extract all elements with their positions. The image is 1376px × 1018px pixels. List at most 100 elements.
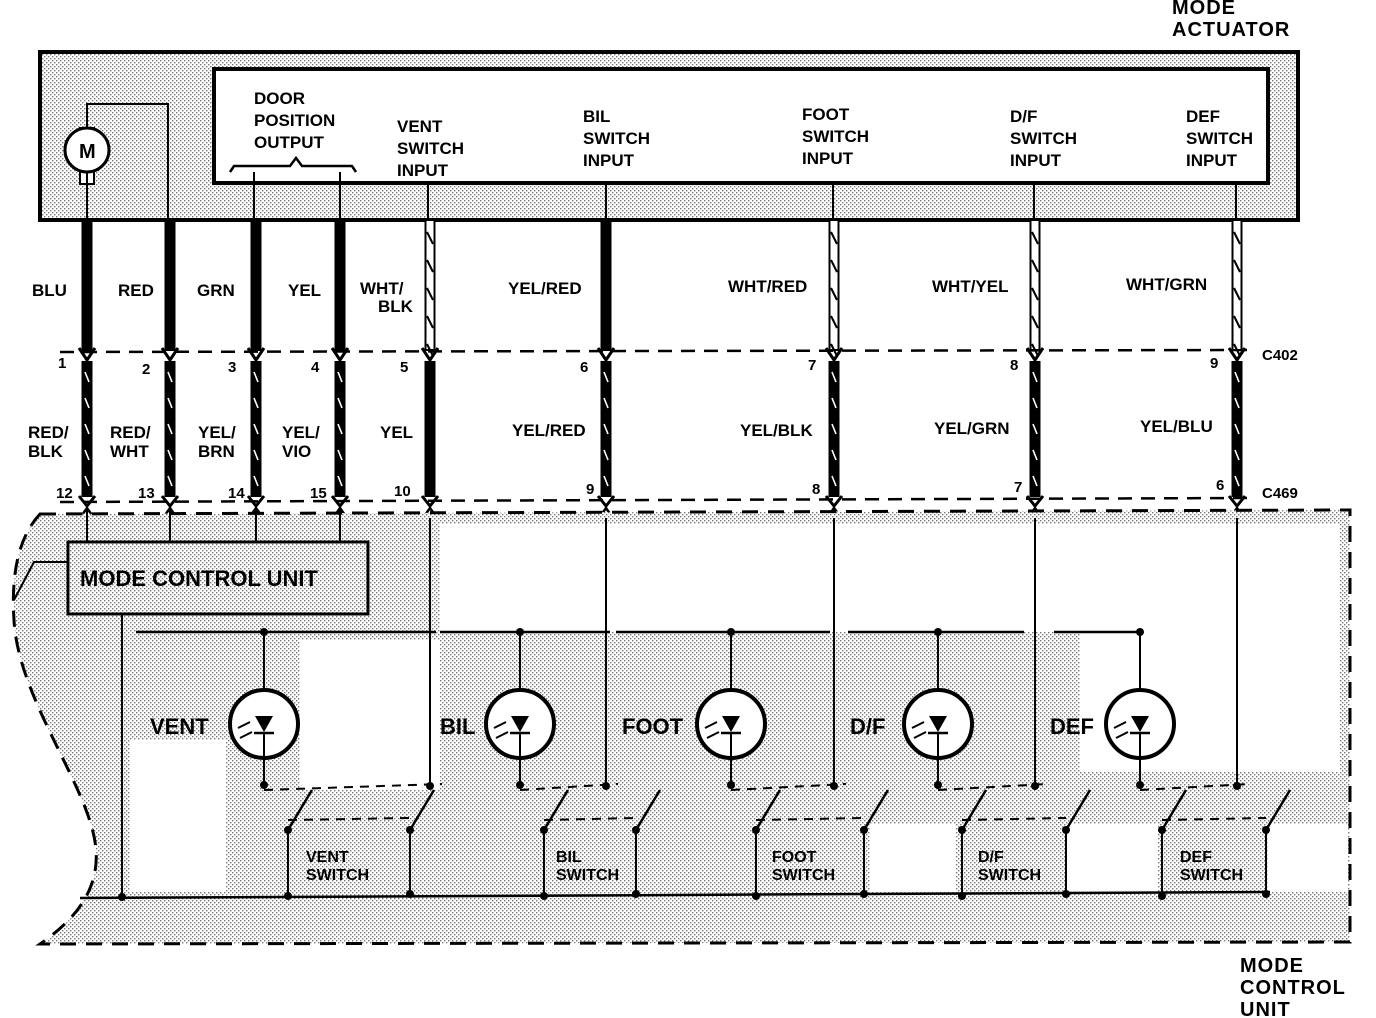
lower-wire-stripe (253, 475, 259, 487)
bus-node-b-4 (1062, 890, 1070, 898)
c402-pin-5: 5 (400, 359, 408, 376)
connector-c402-label: C402 (1262, 347, 1298, 364)
upper-wire-label-2: RED (118, 281, 154, 300)
lower-wire-stripe (337, 423, 343, 435)
c402-terminal-6 (596, 347, 616, 363)
upper-wire-stripe (426, 315, 434, 329)
def-switch-input-l1: DEF (1186, 107, 1220, 126)
mode-control-unit-title: MODE CONTROL UNIT (1240, 955, 1345, 1018)
foot-switch-input-l1: FOOT (802, 105, 850, 124)
c402-pin-9: 9 (1210, 355, 1218, 372)
lower-wire-stripe (603, 397, 609, 409)
lower-wire-stripe (337, 449, 343, 461)
lower-wire-stripe (84, 449, 90, 461)
lower-wire-stripe (1032, 423, 1038, 435)
df-switch-input-l1: D/F (1010, 107, 1037, 126)
switch-link-1 (263, 783, 443, 791)
mode-actuator-title-line2: ACTUATOR (1172, 19, 1290, 41)
indicator-label-def: DEF (1050, 714, 1094, 739)
switch-contact-b-1 (406, 826, 414, 834)
switch-blade-4 (960, 789, 988, 831)
foot-switch-input-l3: INPUT (802, 149, 854, 168)
upper-wire-stripe (1233, 315, 1241, 329)
switch-input-node-2 (602, 782, 610, 790)
switch-label-3-b: SWITCH (772, 867, 835, 884)
vent-switch-input-l3: INPUT (397, 161, 449, 180)
light-ray-icon (237, 721, 251, 729)
c469-pin-12: 12 (56, 485, 73, 502)
door-position-line1: DOOR (254, 89, 305, 108)
upper-wire-4 (334, 219, 346, 351)
c469-pin-8: 8 (812, 481, 820, 498)
light-ray-icon (493, 721, 507, 729)
upper-wire-stripe (1233, 287, 1241, 301)
upper-wire-stripe (1031, 287, 1039, 301)
lower-wire-stripe (84, 475, 90, 487)
light-ray-icon (704, 721, 718, 729)
lower-wire-label-1: RED/ (28, 423, 69, 442)
upper-wire-stripe (1233, 259, 1241, 273)
vent-switch-input-l2: SWITCH (397, 139, 464, 158)
upper-wire-label-3: GRN (197, 281, 235, 300)
c402-terminal-2 (160, 347, 180, 363)
bus-node-4 (958, 892, 966, 900)
upper-wire-stripe (1233, 343, 1241, 357)
upper-wire-stripe (1031, 343, 1039, 357)
lower-wire-label-7: YEL/BLK (740, 421, 813, 440)
switch-contact-1 (284, 826, 292, 834)
bus-node-b-3 (860, 890, 868, 898)
switch-link-5 (1139, 783, 1250, 791)
switch-contact-3 (752, 826, 760, 834)
upper-wire-stripe (830, 231, 838, 245)
upper-wire-stripe (830, 287, 838, 301)
upper-wire-stripe (426, 259, 434, 273)
diode-icon-2 (511, 716, 529, 732)
switch-label-2: BIL (556, 849, 582, 866)
indicator-return-node-2 (516, 781, 524, 789)
lower-wire-label-6: YEL/RED (512, 421, 586, 440)
switch-contact-b-4 (1062, 826, 1070, 834)
switch-label-4-b: SWITCH (978, 867, 1041, 884)
switch-input-node-5 (1233, 782, 1241, 790)
upper-wire-stripe (426, 343, 434, 357)
switch-contact-4 (958, 826, 966, 834)
switch-contact-b-5 (1262, 826, 1270, 834)
lower-wire-stripe (253, 449, 259, 461)
upper-wire-stripe (830, 315, 838, 329)
switch-contact-2 (540, 826, 548, 834)
upper-wire-label-5-b: BLK (378, 297, 414, 316)
switch-link-lower-1 (287, 817, 411, 821)
c469-pin-13: 13 (138, 485, 155, 502)
bus-node-b-2 (632, 890, 640, 898)
diode-icon-1 (255, 716, 273, 732)
indicator-label-bil: BIL (440, 714, 475, 739)
c402-terminal-3 (246, 347, 266, 363)
switch-label-3: FOOT (772, 849, 817, 866)
lower-wire-stripe (253, 397, 259, 409)
c469-terminal-6 (596, 495, 616, 509)
bil-switch-input-l2: SWITCH (583, 129, 650, 148)
lower-wire-label-9: YEL/BLU (1140, 417, 1213, 436)
c402-pin-8: 8 (1010, 357, 1018, 374)
mode-control-unit-label: MODE CONTROL UNIT (80, 566, 318, 591)
c402-terminal-8 (1025, 347, 1045, 363)
lower-wire-label-3: YEL/ (198, 423, 236, 442)
switch-blade-b-1 (408, 789, 436, 831)
common-bus-line (79, 890, 1271, 900)
indicator-label-df: D/F (850, 714, 885, 739)
upper-wire-1 (81, 219, 93, 351)
bus-node-b-5 (1262, 890, 1270, 898)
upper-wire-label-5: WHT/ (360, 279, 404, 298)
door-position-line2: POSITION (254, 111, 335, 130)
lower-wire-label-5: YEL (380, 423, 413, 442)
upper-wire-label-9: WHT/GRN (1126, 275, 1207, 294)
lower-wire-label-4: YEL/ (282, 423, 320, 442)
df-switch-input-l3: INPUT (1010, 151, 1062, 170)
switch-link-lower-4 (961, 817, 1067, 821)
switch-input-node-4 (1031, 782, 1039, 790)
lower-wire-stripe (1032, 449, 1038, 461)
bil-switch-input-l1: BIL (583, 107, 610, 126)
